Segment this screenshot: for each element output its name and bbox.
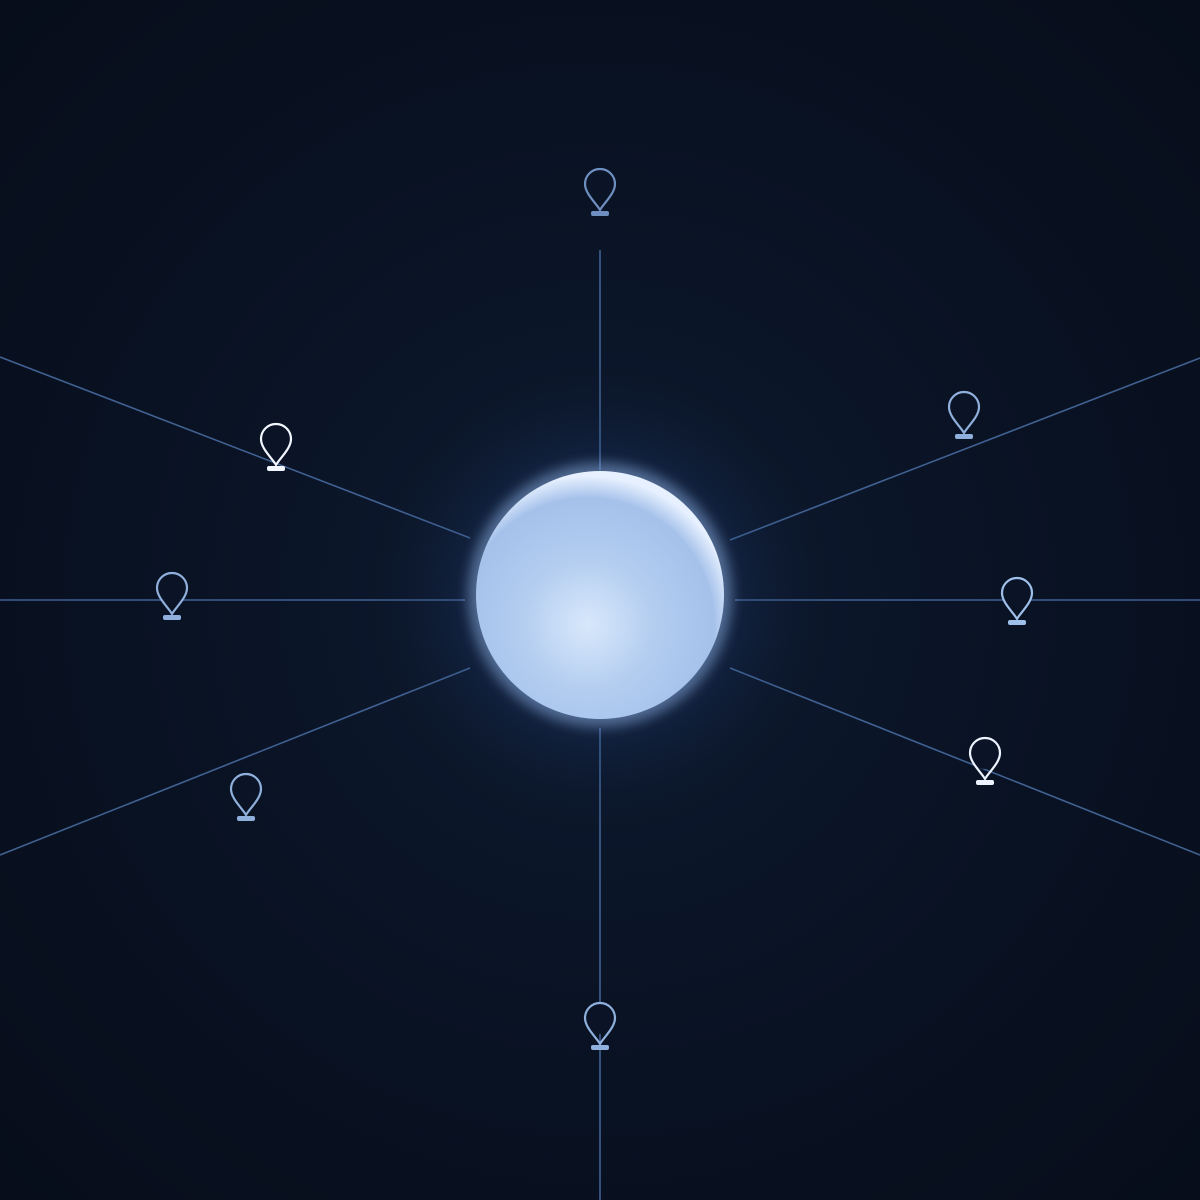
location-pin-icon: [968, 736, 1002, 785]
nodes: [155, 167, 1034, 1050]
location-pin-icon: [229, 772, 263, 821]
location-pin-icon: [259, 422, 293, 471]
location-pin-icon: [1000, 576, 1034, 625]
location-pin-icon: [947, 390, 981, 439]
spoke-line-lower-right: [729, 667, 1200, 856]
location-pin-icon: [583, 1001, 617, 1050]
location-pin-icon: [583, 167, 617, 216]
spoke-line-lower-left: [0, 667, 471, 856]
location-pin-icon: [155, 571, 189, 620]
hub-sphere: [476, 471, 724, 719]
